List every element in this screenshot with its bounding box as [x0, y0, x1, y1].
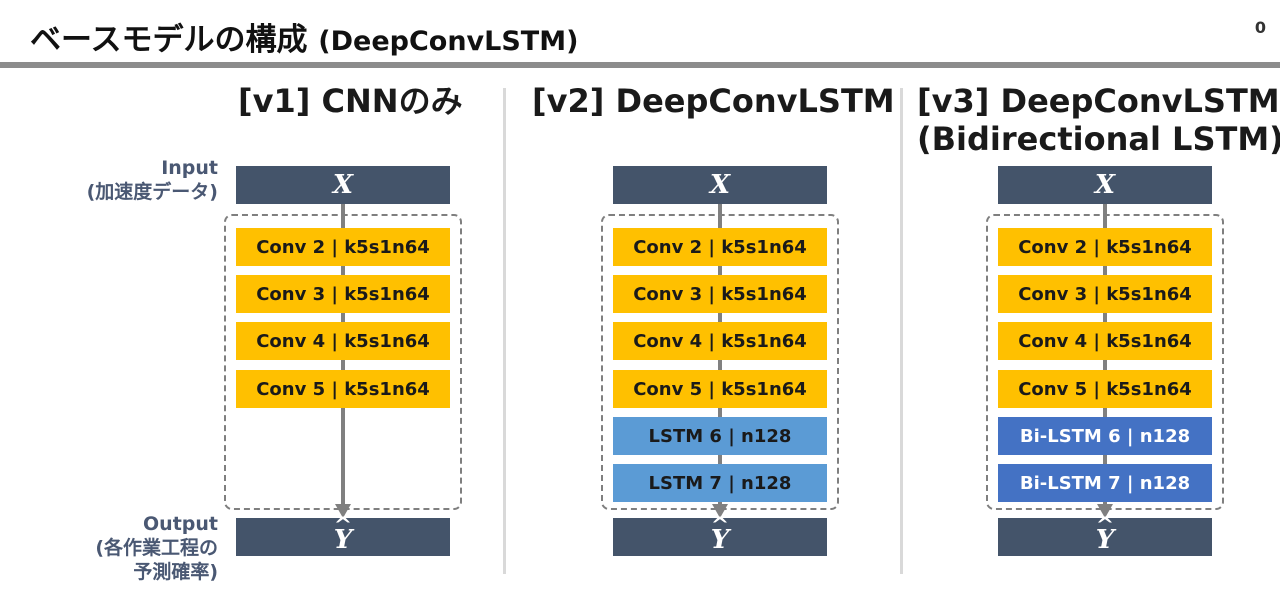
- conv-layer: Conv 5 | k5s1n64: [613, 370, 827, 408]
- output-letter: Y: [710, 525, 730, 555]
- hat-mark: ^: [1095, 513, 1115, 539]
- output-letter: Y: [333, 525, 353, 555]
- column-title: [v2] DeepConvLSTM: [532, 82, 895, 120]
- conv-layer: Conv 3 | k5s1n64: [236, 275, 450, 313]
- column-divider-1: [503, 88, 506, 574]
- page-number: 0: [1254, 18, 1266, 37]
- title-divider: [0, 62, 1280, 68]
- output-label-sub1: (各作業工程の: [95, 537, 218, 559]
- conv-layer: Conv 4 | k5s1n64: [613, 322, 827, 360]
- flow-arrow-head-icon: [1097, 504, 1113, 518]
- input-symbol: X: [332, 170, 354, 200]
- slide-title-en: (DeepConvLSTM): [318, 26, 579, 57]
- conv-layer: Conv 3 | k5s1n64: [998, 275, 1212, 313]
- conv-layer: Conv 2 | k5s1n64: [998, 228, 1212, 266]
- input-box: X: [236, 166, 450, 204]
- hat-mark: ^: [710, 513, 730, 539]
- input-label-title: Input: [161, 157, 218, 179]
- input-symbol: X: [709, 170, 731, 200]
- column-title-line2: (Bidirectional LSTM): [917, 120, 1280, 158]
- column-title-line1: [v3] DeepConvLSTM: [917, 82, 1280, 120]
- output-symbol: ^Y: [1095, 515, 1115, 555]
- conv-layer: Conv 2 | k5s1n64: [236, 228, 450, 266]
- slide-title: ベースモデルの構成 (DeepConvLSTM): [30, 14, 578, 59]
- conv-layer: Conv 5 | k5s1n64: [998, 370, 1212, 408]
- column-title-line1: [v1] CNNのみ: [238, 82, 463, 120]
- model-boundary: [224, 214, 462, 510]
- input-label: Input (加速度データ): [18, 156, 218, 204]
- model-boundary: [601, 214, 839, 510]
- input-symbol: X: [1094, 170, 1116, 200]
- output-box: ^Y: [998, 515, 1212, 556]
- column-title-line1: [v2] DeepConvLSTM: [532, 82, 895, 120]
- output-box: ^Y: [236, 515, 450, 556]
- slide-title-jp: ベースモデルの構成: [30, 22, 308, 58]
- column-title: [v3] DeepConvLSTM(Bidirectional LSTM): [917, 82, 1280, 158]
- lstm-layer: LSTM 6 | n128: [613, 417, 827, 455]
- column-divider-2: [900, 88, 903, 574]
- lstm-layer: LSTM 7 | n128: [613, 464, 827, 502]
- conv-layer: Conv 4 | k5s1n64: [236, 322, 450, 360]
- output-box: ^Y: [613, 515, 827, 556]
- conv-layer: Conv 5 | k5s1n64: [236, 370, 450, 408]
- flow-arrow-head-icon: [335, 504, 351, 518]
- output-label-sub2: 予測確率): [133, 561, 218, 583]
- input-box: X: [998, 166, 1212, 204]
- column-title: [v1] CNNのみ: [238, 82, 463, 120]
- model-boundary: [986, 214, 1224, 510]
- input-box: X: [613, 166, 827, 204]
- conv-layer: Conv 4 | k5s1n64: [998, 322, 1212, 360]
- hat-mark: ^: [333, 513, 353, 539]
- bilstm-layer: Bi-LSTM 6 | n128: [998, 417, 1212, 455]
- conv-layer: Conv 2 | k5s1n64: [613, 228, 827, 266]
- conv-layer: Conv 3 | k5s1n64: [613, 275, 827, 313]
- output-symbol: ^Y: [333, 515, 353, 555]
- output-label: Output (各作業工程の 予測確率): [18, 512, 218, 584]
- bilstm-layer: Bi-LSTM 7 | n128: [998, 464, 1212, 502]
- output-label-title: Output: [143, 513, 218, 535]
- flow-arrow-head-icon: [712, 504, 728, 518]
- input-label-sub: (加速度データ): [86, 181, 218, 203]
- output-letter: Y: [1095, 525, 1115, 555]
- output-symbol: ^Y: [710, 515, 730, 555]
